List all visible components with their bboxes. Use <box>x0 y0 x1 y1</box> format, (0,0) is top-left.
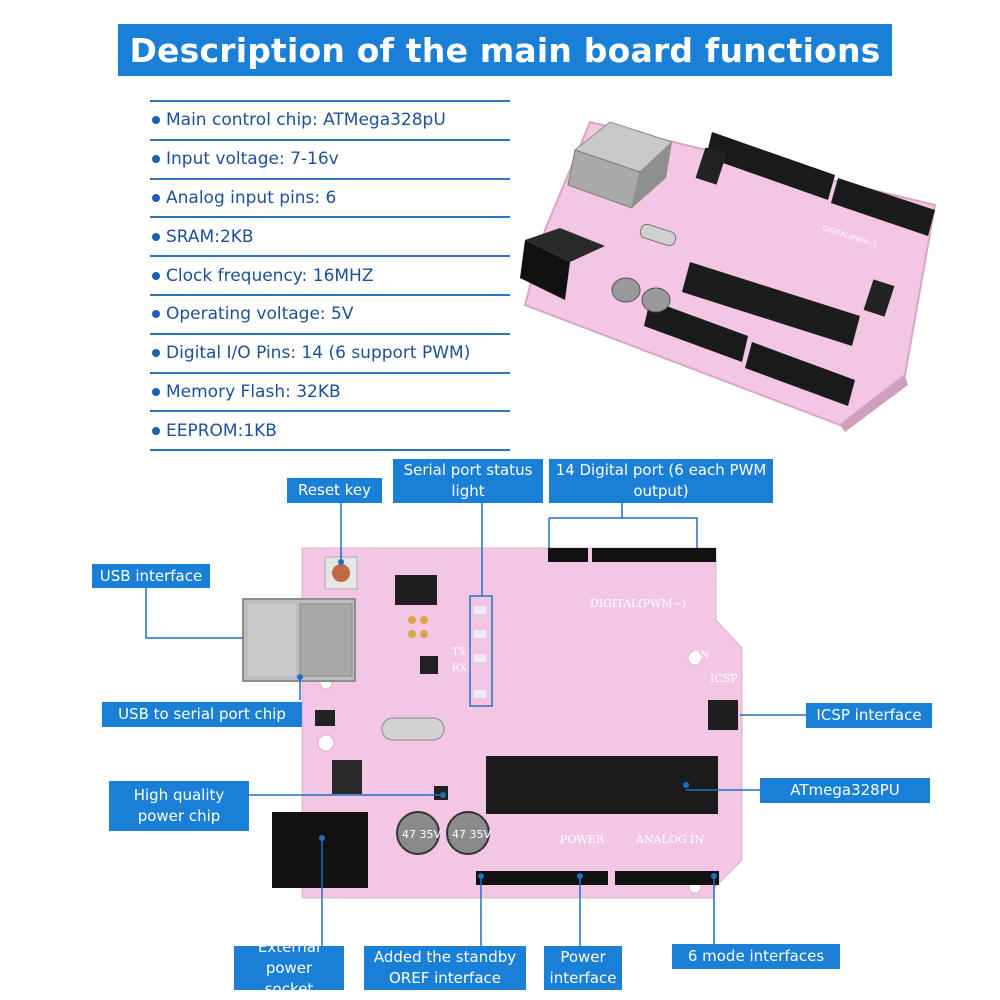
spec-item: Clock frequency: 16MHZ <box>150 255 510 294</box>
mode-interfaces-label: 6 mode interfaces <box>672 944 840 969</box>
callout-dots <box>297 559 717 879</box>
spec-text: Memory Flash: 32KB <box>166 381 341 402</box>
spec-item: Analog input pins: 6 <box>150 177 510 217</box>
board-photo-top: DIGITAL(PWM~) <box>520 120 937 432</box>
bullet-icon <box>152 426 160 435</box>
bullet-icon <box>152 387 160 396</box>
usb-interface-label: USB interface <box>92 564 210 588</box>
digital-port-label: 14 Digital port (6 each PWM output) <box>549 459 773 503</box>
spec-text: Main control chip: ATMega328pU <box>166 110 446 131</box>
power-text: POWER <box>560 833 605 846</box>
analog-in-text: ANALOG IN <box>635 833 704 846</box>
spec-text: EEPROM:1KB <box>166 420 277 441</box>
spec-text: Input voltage: 7-16v <box>166 149 339 170</box>
spec-text: Clock frequency: 16MHZ <box>166 265 374 286</box>
spec-item: Operating voltage: 5V <box>150 293 510 333</box>
cap-right-text: 47 35V <box>452 828 491 841</box>
reset-key-label: Reset key <box>287 478 382 503</box>
spec-text: Analog input pins: 6 <box>166 187 337 208</box>
digital-pwm-text: DIGITAL(PWM~) <box>590 597 686 610</box>
serial-status-label: Serial port status light <box>393 459 543 503</box>
page-title: Description of the main board functions <box>118 24 892 76</box>
bullet-icon <box>152 271 160 280</box>
rx-text: RX <box>452 663 468 674</box>
spec-item: Memory Flash: 32KB <box>150 371 510 411</box>
standby-oref-label: Added the standby OREF interface <box>364 946 526 990</box>
callout-lines <box>145 502 806 946</box>
board-photo-main: 47 35V 47 35V TX RX DIGITAL(PWM~) POWER … <box>242 547 743 899</box>
on-text: ON <box>692 650 709 661</box>
cap-left-text: 47 35V <box>402 828 441 841</box>
bullet-icon <box>152 155 160 164</box>
spec-text: SRAM:2KB <box>166 226 254 247</box>
usb-serial-chip-label: USB to serial port chip <box>102 702 302 727</box>
spec-item: Main control chip: ATMega328pU <box>150 100 510 139</box>
atmega-label: ATmega328PU <box>760 778 930 803</box>
spec-text: Operating voltage: 5V <box>166 304 354 325</box>
spec-text: Digital I/O Pins: 14 (6 support PWM) <box>166 343 471 364</box>
bullet-icon <box>152 116 160 125</box>
bullet-icon <box>152 232 160 241</box>
bullet-icon <box>152 349 160 358</box>
tx-text: TX <box>452 647 467 658</box>
spec-list: Main control chip: ATMega328pU Input vol… <box>150 100 510 452</box>
icsp-label: ICSP interface <box>806 703 932 728</box>
bullet-icon <box>152 193 160 202</box>
external-power-label: External power socket <box>234 938 344 998</box>
icsp-text: ICSP <box>710 672 738 685</box>
spec-item: EEPROM:1KB <box>150 410 510 452</box>
power-interface-label: Power interface <box>544 946 622 990</box>
spec-item: Input voltage: 7-16v <box>150 138 510 178</box>
spec-item: Digital I/O Pins: 14 (6 support PWM) <box>150 332 510 372</box>
power-chip-label: High quality power chip <box>109 781 249 831</box>
bullet-icon <box>152 310 160 319</box>
spec-item: SRAM:2KB <box>150 216 510 255</box>
